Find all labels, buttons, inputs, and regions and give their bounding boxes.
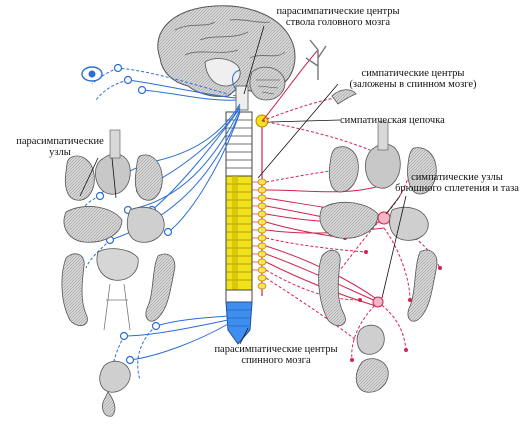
label-symp-chain: симпатическая цепочка [340, 115, 470, 126]
label-para-spinal-line2: спинного мозга [241, 355, 311, 366]
right-organs [318, 121, 438, 393]
blood-vessel-icon [305, 39, 327, 80]
label-symp-chain-text: симпатическая цепочка [340, 115, 445, 126]
intestine-icon [407, 249, 438, 322]
heart-icon [365, 143, 401, 189]
bladder-icon [356, 324, 385, 355]
label-para-nodes-line2: узлы [49, 147, 71, 158]
sympathetic-fibers [261, 49, 441, 361]
lung-icon [407, 147, 437, 195]
label-para-brainstem-line1: парасимпатические центры [276, 6, 400, 17]
label-para-spinal: парасимпатические центры спинного мозга [208, 344, 344, 366]
label-para-nodes-line1: парасимпатические [16, 136, 104, 147]
lung-icon [64, 155, 95, 201]
stomach-icon [126, 206, 165, 243]
liver-icon [63, 206, 123, 243]
hand-icon [331, 89, 357, 105]
label-symp-nodes: симпатические узлы брюшного сплетения и … [384, 172, 530, 194]
heart-icon [95, 153, 131, 195]
reproductive-organ-icon [102, 391, 116, 417]
lung-icon [134, 154, 163, 201]
label-para-nodes: парасимпатические узлы [8, 136, 112, 158]
label-para-brainstem-line2: ствола головного мозга [285, 17, 391, 28]
label-symp-nodes-line1: симпатические узлы [411, 172, 503, 183]
eye-icon [81, 66, 103, 82]
label-symp-centers: симпатические центры (заложены в спинном… [338, 68, 488, 90]
stomach-icon [389, 206, 429, 241]
label-symp-centers-line1: симпатические центры [361, 68, 465, 79]
sympathetic-chain [252, 114, 269, 296]
label-symp-centers-line2: (заложены в спинном мозге) [349, 79, 477, 90]
liver-icon [319, 201, 379, 239]
intestine-icon [318, 249, 346, 327]
intestine-icon [96, 248, 139, 281]
left-organs [61, 129, 176, 417]
spinal-cord [225, 111, 253, 345]
bladder-icon [99, 360, 131, 393]
label-para-brainstem: парасимпатические центры ствола головног… [264, 6, 412, 28]
label-symp-nodes-line2: брюшного сплетения и таза [395, 183, 519, 194]
leader-lines [79, 25, 407, 345]
intestine-icon [145, 253, 176, 322]
intestine-icon [61, 253, 88, 327]
label-para-spinal-line1: парасимпатические центры [214, 344, 338, 355]
reproductive-organ-icon [355, 358, 389, 393]
lung-icon [328, 146, 359, 193]
